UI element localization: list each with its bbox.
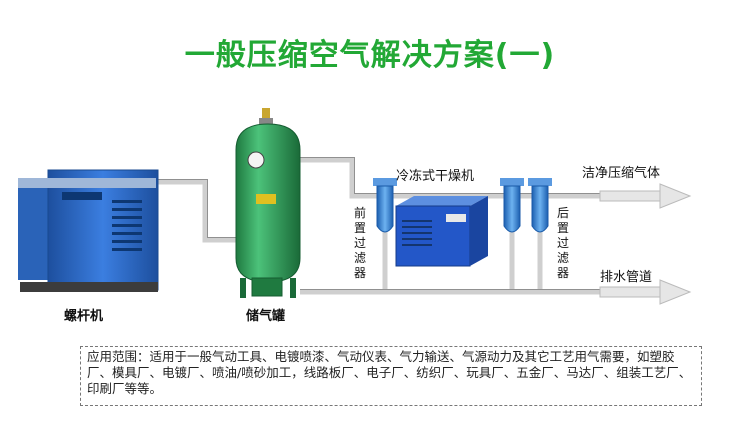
pipe-tank-top-to-dryer <box>300 157 382 199</box>
drain-arrow-icon <box>599 279 692 305</box>
screw-compressor <box>18 169 159 292</box>
post-filter-2 <box>528 178 552 233</box>
refrigerated-dryer <box>395 196 488 267</box>
pipe-compressor-to-tank <box>155 179 236 243</box>
post-filter-1 <box>500 178 524 233</box>
pre-filter <box>373 178 397 233</box>
tank-label: 储气罐 <box>246 309 286 324</box>
dryer-label: 冷冻式干燥机 <box>396 169 475 184</box>
page-title: 一般压缩空气解决方案(一) <box>184 38 556 73</box>
compressor-label: 螺杆机 <box>64 309 104 324</box>
clean-air-label: 洁净压缩气体 <box>582 166 661 181</box>
application-description: 应用范围：适用于一般气动工具、电镀喷漆、气动仪表、气力输送、气源动力及其它工艺用… <box>80 346 702 406</box>
outlet-arrow-icon <box>599 183 692 209</box>
pre-filter-label: 前置过滤器 <box>353 206 366 280</box>
drain-label: 排水管道 <box>600 270 653 285</box>
post-filter-label: 后置过滤器 <box>556 206 569 280</box>
air-storage-tank <box>235 108 301 298</box>
